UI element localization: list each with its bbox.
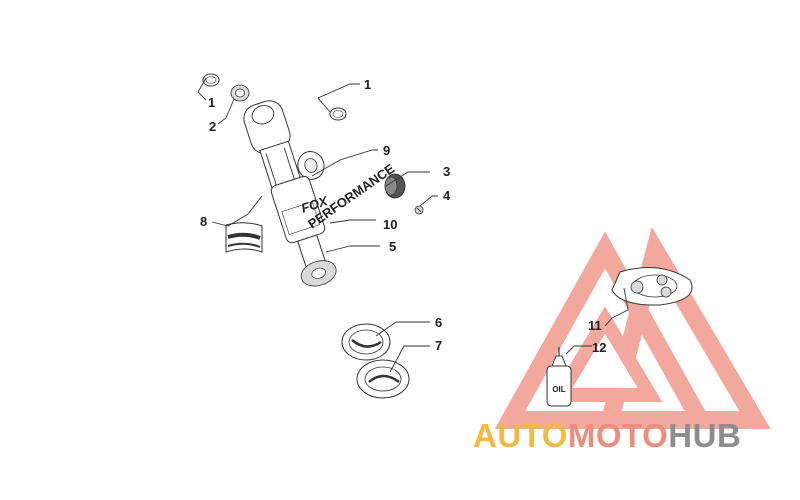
- oil-label: OIL: [552, 385, 565, 394]
- locking-ring-upper: [341, 323, 391, 361]
- callout-3: 3: [443, 164, 450, 179]
- circlip-left: [202, 73, 220, 87]
- callout-6: 6: [435, 315, 442, 330]
- oil-bottle: OIL: [546, 347, 572, 407]
- adjuster-knob: [384, 173, 406, 199]
- watermark-part-moto: MOTO: [567, 417, 669, 454]
- watermark-logo: [494, 226, 771, 429]
- leader-lines: [197, 77, 629, 373]
- callout-1-right: 1: [364, 77, 371, 92]
- screw: [414, 205, 424, 215]
- callout-9: 9: [383, 143, 390, 158]
- callout-1-left: 1: [208, 95, 215, 110]
- shock-absorber: [243, 100, 337, 287]
- callout-8: 8: [200, 214, 207, 229]
- callout-numbers: 1 2 1 9 3 4 8 10 5 6 7 11 12: [200, 77, 606, 355]
- watermark-text: AUTOMOTOHUB: [473, 416, 741, 456]
- bushing: [230, 84, 250, 102]
- watermark-part-hub: HUB: [668, 417, 742, 454]
- locking-ring-lower: [356, 359, 410, 399]
- callout-11: 11: [588, 318, 602, 333]
- callout-12: 12: [592, 340, 606, 355]
- spring-clip: [225, 222, 263, 253]
- callout-5: 5: [389, 239, 396, 254]
- callout-2: 2: [209, 119, 216, 134]
- callout-7: 7: [435, 338, 442, 353]
- watermark-part-auto: AUTO: [473, 417, 568, 454]
- cap-assembly: [611, 267, 693, 306]
- callout-4: 4: [443, 188, 451, 203]
- circlip-right: [329, 107, 347, 121]
- callout-10: 10: [383, 217, 397, 232]
